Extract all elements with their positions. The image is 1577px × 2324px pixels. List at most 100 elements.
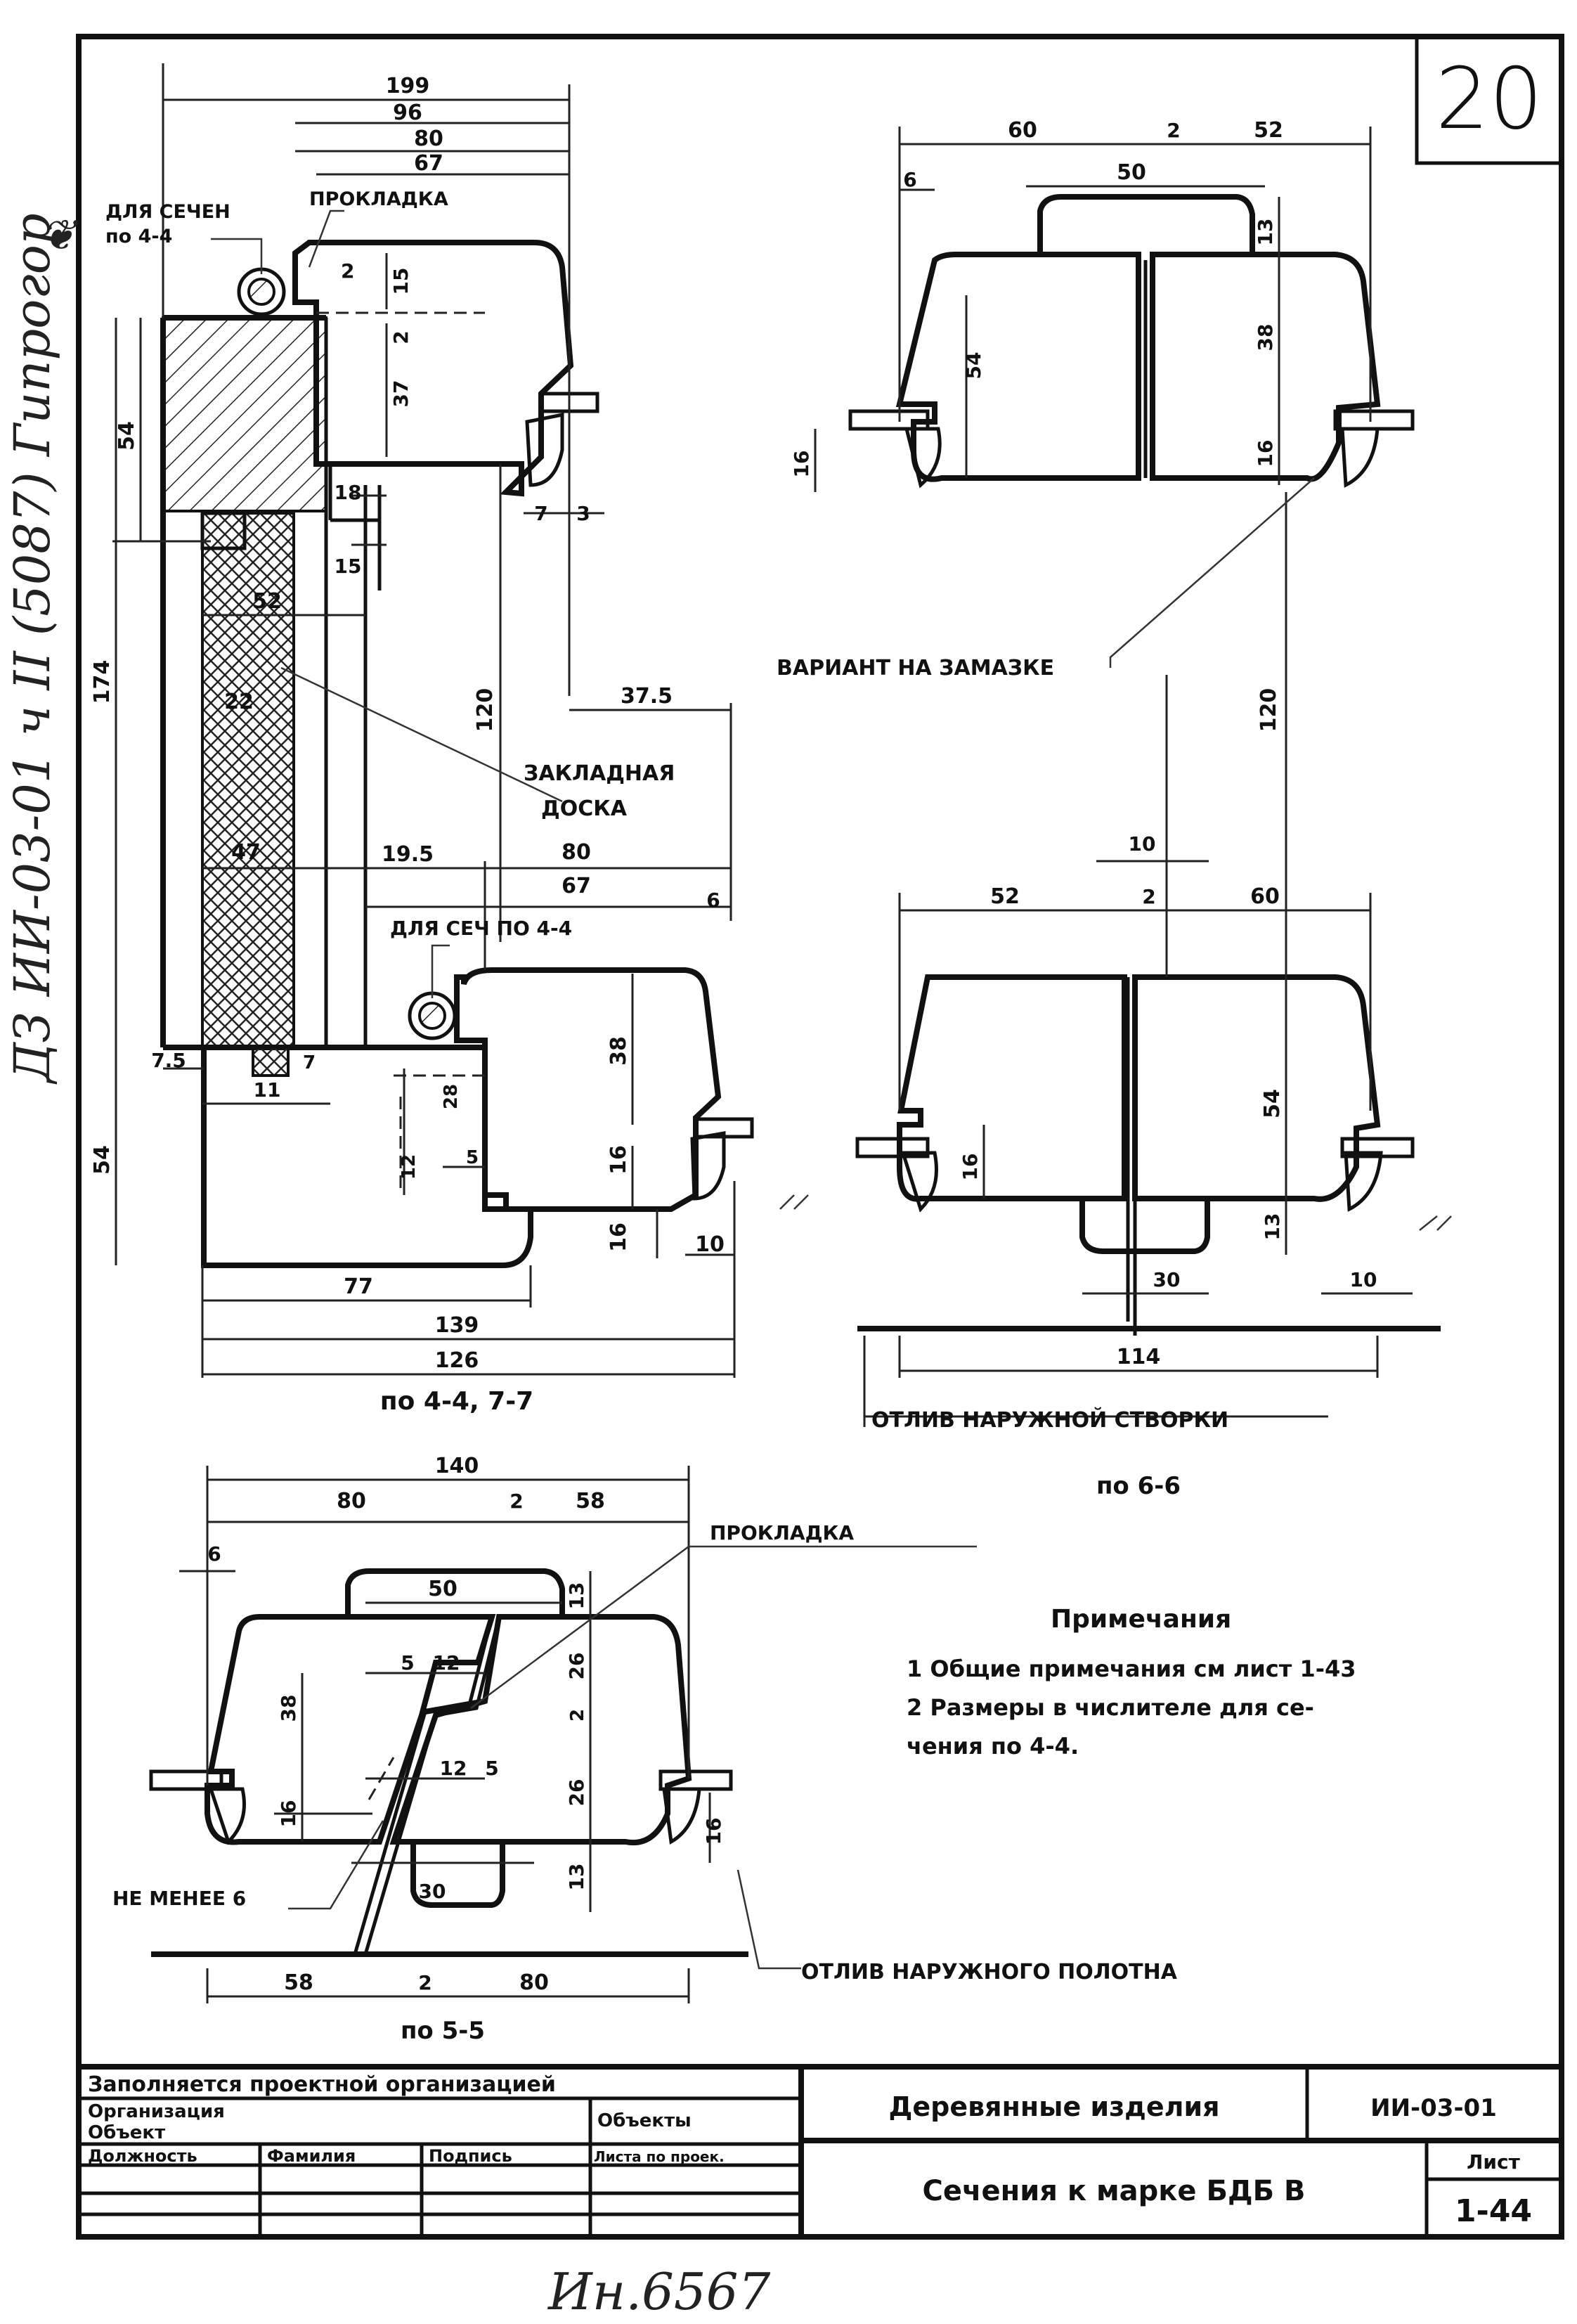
notes: Примечания 1 Общие примечания см лист 1-… [907, 1605, 1356, 1760]
svg-text:16: 16 [959, 1154, 982, 1181]
svg-text:30: 30 [419, 1880, 446, 1903]
svg-text:2: 2 [510, 1490, 523, 1513]
svg-text:54: 54 [1260, 1089, 1285, 1118]
side-stamp: ДЗ ИИ-03-01 ч II (5087) Гипрогор [4, 213, 61, 1085]
svg-text:2: 2 [1142, 885, 1155, 908]
svg-text:12: 12 [398, 1154, 420, 1180]
svg-text:16: 16 [790, 451, 813, 478]
section-5-5: 140 80 2 58 6 50 13 38 5 12 26 2 12 5 26… [112, 1454, 1178, 2045]
svg-text:26: 26 [565, 1653, 588, 1680]
svg-text:18: 18 [335, 481, 362, 504]
label-outer-sash-drip: ОТЛИВ НАРУЖНОЙ СТВОРКИ [871, 1407, 1228, 1433]
tb-filled-by: Заполняется проектной организацией [88, 2072, 556, 2097]
svg-text:114: 114 [1117, 1345, 1161, 1369]
svg-text:47: 47 [231, 840, 261, 865]
tb-sheet-label: Лист [1467, 2150, 1520, 2174]
label-for-section-lower: ДЛЯ СЕЧ ПО 4-4 [390, 917, 572, 940]
svg-text:16: 16 [606, 1145, 631, 1175]
svg-text:80: 80 [414, 127, 443, 151]
caption-section-5-5: по 5-5 [401, 2017, 485, 2045]
svg-text:22: 22 [224, 690, 254, 714]
svg-text:16: 16 [606, 1222, 631, 1252]
svg-text:15: 15 [335, 555, 362, 578]
caption-section-6-6: по 6-6 [1096, 1472, 1181, 1500]
tb-code: ИИ-03-01 [1370, 2094, 1497, 2122]
svg-text:38: 38 [606, 1036, 631, 1066]
svg-text:7: 7 [303, 1052, 316, 1073]
notes-title: Примечания [1051, 1605, 1231, 1634]
tb-organization: Организация [88, 2101, 225, 2122]
svg-text:52: 52 [1254, 118, 1283, 143]
tb-sheet-by-project: Листа по проек. [594, 2148, 725, 2165]
notes-line-1: 1 Общие примечания см лист 1-43 [907, 1655, 1356, 1682]
svg-text:19.5: 19.5 [382, 842, 434, 867]
label-min-6: НЕ МЕНЕЕ 6 [112, 1887, 246, 1910]
hatched-frame-block [162, 316, 327, 512]
svg-text:6: 6 [207, 1542, 221, 1566]
label-putty-variant: ВАРИАНТ НА ЗАМАЗКЕ [777, 656, 1054, 680]
svg-text:54: 54 [962, 352, 985, 380]
svg-text:13: 13 [1261, 1213, 1284, 1241]
tb-position: Должность [88, 2146, 197, 2166]
svg-text:2: 2 [389, 330, 413, 344]
svg-text:13: 13 [565, 1864, 588, 1891]
svg-text:7.5: 7.5 [151, 1049, 186, 1072]
leaf-left-profile [205, 1614, 496, 1845]
svg-text:30: 30 [1153, 1268, 1181, 1291]
svg-text:120: 120 [1257, 688, 1281, 732]
label-embedded-board: ЗАКЛАДНАЯ [524, 761, 675, 786]
svg-text:3: 3 [576, 502, 590, 525]
svg-text:13: 13 [565, 1582, 588, 1610]
svg-text:6: 6 [903, 168, 916, 191]
tb-product-title: Деревянные изделия [889, 2091, 1220, 2122]
svg-text:10: 10 [695, 1232, 725, 1257]
svg-text:54: 54 [90, 1145, 115, 1175]
svg-text:37: 37 [389, 380, 413, 408]
svg-text:139: 139 [435, 1313, 479, 1338]
svg-text:ДЗ ИИ-03-01 ч II (5087) Гипрог: ДЗ ИИ-03-01 ч II (5087) Гипрогор [4, 213, 61, 1085]
sash-right-profile [1132, 974, 1381, 1202]
svg-text:5: 5 [466, 1147, 479, 1168]
svg-text:13: 13 [1254, 219, 1277, 246]
label-outer-leaf-drip: ОТЛИВ НАРУЖНОГО ПОЛОТНА [801, 1960, 1178, 1984]
upper-sash-profile [292, 240, 574, 497]
svg-text:10: 10 [1350, 1268, 1377, 1291]
svg-text:7: 7 [534, 502, 547, 525]
svg-text:6: 6 [706, 889, 720, 912]
svg-text:174: 174 [90, 660, 115, 704]
section-6-6-dimensions: 60 2 52 6 50 13 54 38 16 16 120 10 52 2 … [790, 118, 1377, 1369]
svg-text:26: 26 [565, 1779, 588, 1807]
svg-text:11: 11 [254, 1078, 281, 1102]
svg-text:199: 199 [386, 74, 430, 98]
svg-text:80: 80 [562, 840, 591, 865]
svg-text:96: 96 [393, 101, 422, 125]
svg-text:140: 140 [435, 1454, 479, 1478]
svg-text:58: 58 [576, 1489, 605, 1513]
notes-line-2: 2 Размеры в числителе для се- [907, 1694, 1314, 1721]
svg-text:10: 10 [1129, 832, 1156, 856]
section-4-4: 199 96 80 67 2 15 2 37 18 15 7 3 54 174 … [90, 63, 754, 1416]
svg-text:2: 2 [567, 1709, 588, 1722]
title-block: Заполняется проектной организацией Орган… [76, 2064, 1564, 2240]
svg-text:5: 5 [485, 1757, 498, 1780]
svg-text:80: 80 [519, 1970, 549, 1995]
embedded-board [201, 512, 295, 1049]
tb-sheet-value: 1-44 [1455, 2193, 1532, 2229]
frame-bottom [201, 1045, 533, 1268]
lower-sash-profile [454, 967, 722, 1212]
section-5-5-dimensions: 140 80 2 58 6 50 13 38 5 12 26 2 12 5 26… [207, 1454, 725, 1995]
svg-text:50: 50 [1117, 160, 1146, 185]
svg-text:2: 2 [341, 259, 354, 283]
svg-text:12: 12 [440, 1757, 467, 1780]
svg-text:52: 52 [990, 884, 1020, 909]
tb-sheet-title: Сечения к марке БДБ В [923, 2175, 1306, 2207]
sheet-number: 20 [1436, 51, 1543, 148]
label-for-section-upper: ДЛЯ СЕЧЕН [105, 201, 231, 223]
svg-text:16: 16 [702, 1818, 725, 1845]
svg-text:2: 2 [418, 1971, 431, 1994]
svg-text:37.5: 37.5 [621, 684, 673, 709]
svg-text:54: 54 [115, 421, 139, 451]
svg-text:80: 80 [337, 1489, 366, 1513]
tb-object: Объект [88, 2122, 165, 2143]
